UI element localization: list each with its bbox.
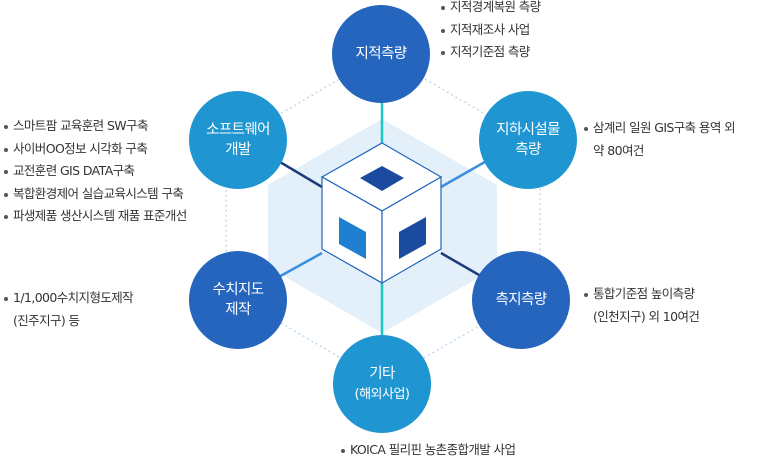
list-software-development: 스마트팜 교육훈련 SW구축 사이버OO정보 시각화 구축 교전훈련 GIS D… (3, 115, 187, 228)
node-title: 지적측량 (355, 46, 408, 62)
node-title: 수치지도 (212, 282, 265, 298)
list-item: 복합환경제어 실습교육시스템 구축 (3, 183, 187, 206)
list-item: 지적재조사 사업 (440, 19, 541, 42)
list-geodetic-survey: 통합기준점 높이측량 (인천지구) 외 10여건 (583, 283, 700, 328)
node-title: 지하시설물 (496, 122, 560, 138)
list-item: 교전훈련 GIS DATA구축 (3, 160, 187, 183)
list-item: 파생제품 생산시스템 재품 표준개선 (3, 205, 187, 228)
node-title: 기타 (369, 366, 395, 382)
node-title: 소프트웨어 (206, 122, 270, 138)
list-item: 지적기준점 측량 (440, 41, 541, 64)
node-title-line2: 측량 (515, 142, 541, 158)
node-title: 측지측량 (495, 292, 548, 308)
node-title-line2: 개발 (225, 142, 251, 158)
node-geodetic-survey: 측지측량 (472, 251, 570, 349)
node-cadastral-survey: 지적측량 (332, 5, 430, 103)
node-software-development: 소프트웨어 개발 (189, 91, 287, 189)
list-item: KOICA 필리핀 농촌종합개발 사업 (340, 439, 516, 462)
list-item: 스마트팜 교육훈련 SW구축 (3, 115, 187, 138)
list-item-continuation: (진주지구) 등 (13, 312, 80, 328)
node-title-line2: 제작 (225, 302, 251, 318)
list-item: 1/1,000수치지형도제작 (3, 287, 134, 310)
list-item-continuation: (인천지구) 외 10여건 (593, 308, 700, 324)
node-subtitle: (해외사업) (354, 387, 410, 402)
list-item-continuation: 약 80여건 (593, 142, 644, 158)
list-digital-map-production: 1/1,000수치지형도제작 (진주지구) 등 (3, 287, 134, 332)
node-digital-map-production: 수치지도 제작 (189, 251, 287, 349)
list-other-overseas: KOICA 필리핀 농촌종합개발 사업 (340, 439, 516, 462)
list-underground-facility-survey: 삼계리 일원 GIS구축 용역 외 약 80여건 (583, 117, 736, 162)
list-cadastral-survey: 지적경계복원 측량 지적재조사 사업 지적기준점 측량 (440, 0, 541, 64)
list-item: 삼계리 일원 GIS구축 용역 외 (583, 117, 736, 140)
list-item: 사이버OO정보 시각화 구축 (3, 138, 187, 161)
node-other-overseas: 기타 (해외사업) (333, 335, 431, 433)
list-item: 지적경계복원 측량 (440, 0, 541, 19)
list-item: 통합기준점 높이측량 (583, 283, 699, 306)
cube-icon (320, 142, 443, 285)
node-underground-facility-survey: 지하시설물 측량 (479, 91, 577, 189)
